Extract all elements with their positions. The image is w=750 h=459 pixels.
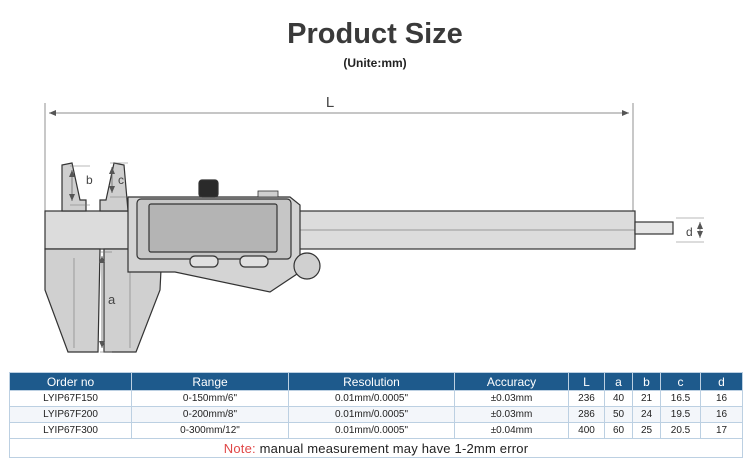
table-cell: 50 bbox=[604, 406, 633, 423]
dimension-d: d bbox=[676, 217, 704, 243]
col-header: Order no bbox=[9, 372, 132, 391]
fixed-lower-jaw bbox=[44, 248, 101, 353]
col-header: b bbox=[632, 372, 661, 391]
thumb-wheel bbox=[293, 252, 321, 280]
table-cell: 0.01mm/0.0005" bbox=[288, 422, 455, 439]
table-cell: 20.5 bbox=[660, 422, 701, 439]
table-cell: 16 bbox=[700, 406, 743, 423]
col-header: d bbox=[700, 372, 743, 391]
col-header: c bbox=[660, 372, 701, 391]
table-cell: 0-150mm/6" bbox=[131, 390, 289, 407]
table-header-row: Order no Range Resolution Accuracy L a b… bbox=[9, 372, 743, 391]
table-cell: 19.5 bbox=[660, 406, 701, 423]
label-b: b bbox=[86, 173, 93, 187]
caliper-body bbox=[44, 162, 674, 353]
dimension-c: c bbox=[109, 162, 128, 198]
col-header: Range bbox=[131, 372, 289, 391]
table-cell: ±0.03mm bbox=[454, 390, 569, 407]
dimension-L: L bbox=[44, 94, 634, 215]
table-cell: 0-300mm/12" bbox=[131, 422, 289, 439]
fixed-upper-jaw bbox=[61, 162, 87, 212]
table-cell: 16 bbox=[700, 390, 743, 407]
table-cell: LYIP67F200 bbox=[9, 406, 132, 423]
col-header: a bbox=[604, 372, 633, 391]
spec-table: Order no Range Resolution Accuracy L a b… bbox=[9, 372, 743, 458]
depth-rod bbox=[634, 221, 674, 235]
label-c: c bbox=[118, 173, 124, 187]
lcd-screen bbox=[148, 203, 278, 253]
table-cell: 17 bbox=[700, 422, 743, 439]
table-row: LYIP67F150 0-150mm/6" 0.01mm/0.0005" ±0.… bbox=[9, 390, 743, 407]
note-row: Note: manual measurement may have 1-2mm … bbox=[9, 438, 743, 458]
note-text: manual measurement may have 1-2mm error bbox=[259, 440, 529, 456]
label-a: a bbox=[108, 292, 116, 307]
col-header: Resolution bbox=[288, 372, 455, 391]
button-left bbox=[189, 255, 219, 268]
dimension-a: a bbox=[99, 251, 116, 353]
col-header: Accuracy bbox=[454, 372, 569, 391]
table-cell: 60 bbox=[604, 422, 633, 439]
table-cell: 236 bbox=[568, 390, 605, 407]
table-cell: 400 bbox=[568, 422, 605, 439]
table-cell: 25 bbox=[632, 422, 661, 439]
table-cell: ±0.03mm bbox=[454, 406, 569, 423]
dimension-b: b bbox=[69, 165, 93, 206]
table-cell: 0.01mm/0.0005" bbox=[288, 390, 455, 407]
table-cell: 0-200mm/8" bbox=[131, 406, 289, 423]
button-right bbox=[239, 255, 269, 268]
table-cell: LYIP67F300 bbox=[9, 422, 132, 439]
table-cell: 16.5 bbox=[660, 390, 701, 407]
table-cell: ±0.04mm bbox=[454, 422, 569, 439]
page-title: Product Size bbox=[287, 18, 463, 50]
table-cell: 0.01mm/0.0005" bbox=[288, 406, 455, 423]
label-L: L bbox=[326, 94, 334, 111]
table-cell: 24 bbox=[632, 406, 661, 423]
label-d: d bbox=[686, 225, 693, 239]
sliding-upper-jaw bbox=[99, 162, 129, 212]
note-cell: Note: manual measurement may have 1-2mm … bbox=[9, 438, 743, 458]
table-row: LYIP67F300 0-300mm/12" 0.01mm/0.0005" ±0… bbox=[9, 422, 743, 439]
table-cell: 40 bbox=[604, 390, 633, 407]
table-row: LYIP67F200 0-200mm/8" 0.01mm/0.0005" ±0.… bbox=[9, 406, 743, 423]
table-cell: LYIP67F150 bbox=[9, 390, 132, 407]
table-cell: 286 bbox=[568, 406, 605, 423]
unit-subtitle: (Unite:mm) bbox=[343, 56, 407, 70]
col-header: L bbox=[568, 372, 605, 391]
table-cell: 21 bbox=[632, 390, 661, 407]
lock-screw bbox=[198, 179, 219, 198]
caliper-diagram: L b bbox=[44, 94, 704, 353]
note-label: Note: bbox=[223, 440, 256, 456]
